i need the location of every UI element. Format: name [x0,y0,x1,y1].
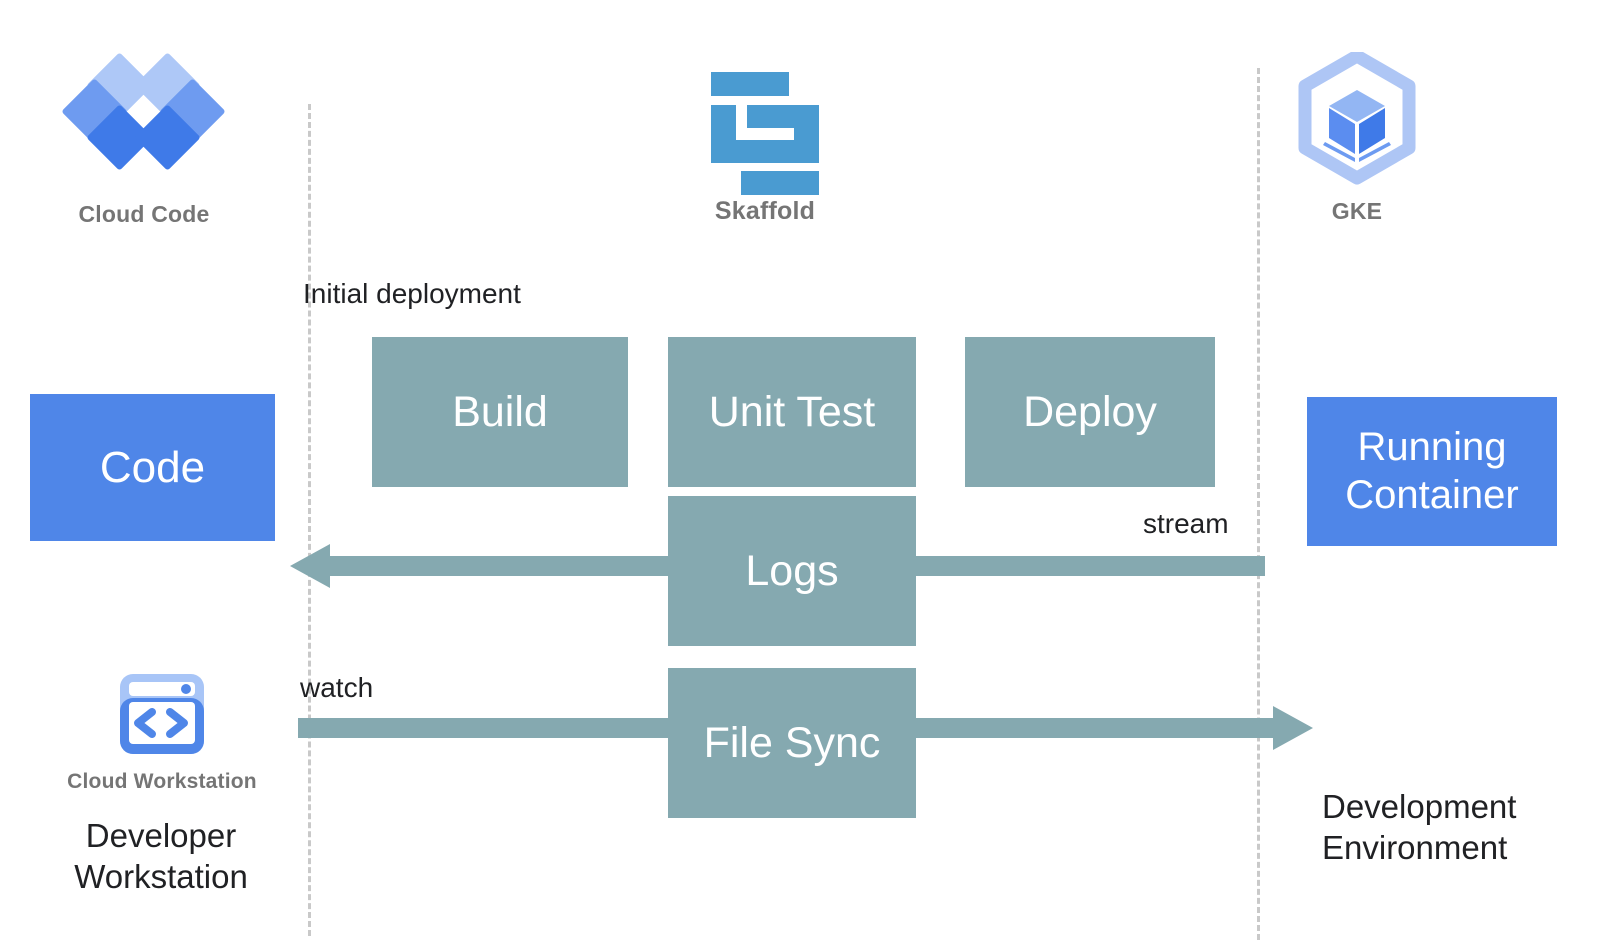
initial-deployment-label: Initial deployment [303,278,521,309]
cloud-code-logo-block: Cloud Code [44,52,244,228]
cloud-code-caption: Cloud Code [78,201,210,227]
build-box[interactable]: Build [372,337,628,487]
gke-hexagon-cube-icon [1297,49,1417,192]
development-environment-label: Development Environment [1322,788,1517,867]
boundary-line-right [1257,68,1260,940]
skaffold-logo-block: Skaffold [660,58,870,226]
cloud-workstation-logo-block: Cloud Workstation [56,668,268,794]
gke-caption: GKE [1331,198,1383,224]
cloud-workstation-caption: Cloud Workstation [67,770,257,793]
stream-label: stream [1143,508,1229,539]
boundary-line-left [308,104,311,936]
cloud-workstation-window-icon [116,668,208,760]
code-box[interactable]: Code [30,394,275,541]
skaffold-caption: Skaffold [714,197,816,225]
skaffold-logo-icon [707,58,823,195]
unit-test-box[interactable]: Unit Test [668,337,916,487]
running-container-box[interactable]: Running Container [1307,397,1557,546]
cloud-workstation-window-svg [120,674,204,754]
developer-workstation-label: Developer Workstation [74,817,248,896]
deploy-box[interactable]: Deploy [965,337,1215,487]
file-sync-box[interactable]: File Sync [668,668,916,818]
watch-label: watch [300,672,374,703]
logs-box[interactable]: Logs [668,496,916,646]
cloud-code-diamonds-icon [61,52,226,183]
gke-hexagon-cube-svg [1298,49,1416,185]
gke-logo-block: GKE [1272,49,1442,225]
